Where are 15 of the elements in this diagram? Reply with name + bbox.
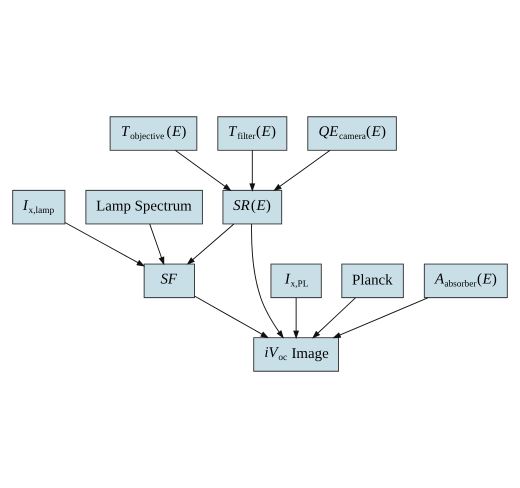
arrow <box>293 297 300 340</box>
arrow <box>273 150 330 192</box>
arrow <box>174 150 232 192</box>
arrow <box>64 222 146 267</box>
arrow <box>332 297 429 338</box>
node-box: SR(E) <box>222 190 282 224</box>
arrow <box>251 224 284 339</box>
node-box: Planck <box>341 264 404 298</box>
arrow <box>194 296 269 338</box>
arrow <box>186 224 234 265</box>
node-box: SF <box>144 264 195 298</box>
arrow <box>149 224 164 266</box>
arrow <box>249 150 256 192</box>
arrow <box>312 297 356 339</box>
node-box: Lamp Spectrum <box>85 190 203 224</box>
